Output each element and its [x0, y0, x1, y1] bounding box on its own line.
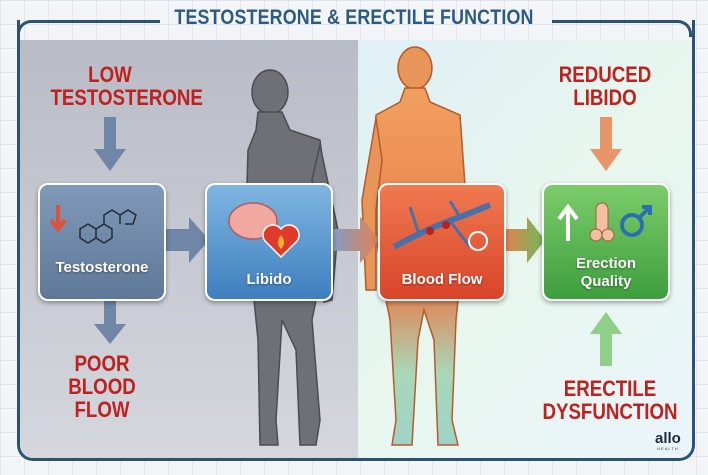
libido-label: Libido	[246, 271, 292, 288]
right-arrow-icon	[163, 217, 209, 263]
logo-sub: HEALTH	[657, 446, 679, 451]
libido-box: Libido	[205, 183, 333, 301]
reduced-libido-label: REDUCED LIBIDO	[558, 62, 652, 110]
frame-corner	[17, 20, 160, 37]
testosterone-molecule-icon	[50, 205, 137, 244]
down-arrow-icon	[590, 117, 622, 171]
right-arrow-icon	[503, 217, 545, 263]
down-arrow-icon	[94, 298, 126, 344]
blood-vessel-icon	[392, 200, 492, 251]
brain-heart-icon	[228, 202, 300, 259]
testosterone-box: Testosterone	[38, 183, 166, 301]
blood-flow-label: Blood Flow	[401, 271, 483, 288]
testosterone-label: Testosterone	[55, 259, 149, 276]
poor-blood-flow-label: POOR BLOOD FLOW	[68, 351, 136, 422]
down-arrow-icon	[94, 117, 126, 171]
allo-health-logo: allo HEALTH	[655, 430, 681, 451]
blood-flow-box: Blood Flow	[378, 183, 506, 301]
erection-quality-box: Erection Quality	[542, 183, 670, 301]
frame-corner	[552, 20, 692, 37]
page-title: TESTOSTERONE & ERECTILE FUNCTION	[174, 6, 534, 29]
erectile-dysfunction-label: ERECTILE DYSFUNCTION	[542, 376, 678, 424]
low-testosterone-label: LOW TESTOSTERONE	[50, 62, 203, 110]
logo-name: allo	[655, 430, 681, 447]
male-symbol-icon	[557, 202, 652, 242]
right-arrow-icon	[330, 217, 380, 263]
erection-quality-label: Erection Quality	[575, 255, 636, 290]
up-arrow-icon	[590, 312, 622, 366]
